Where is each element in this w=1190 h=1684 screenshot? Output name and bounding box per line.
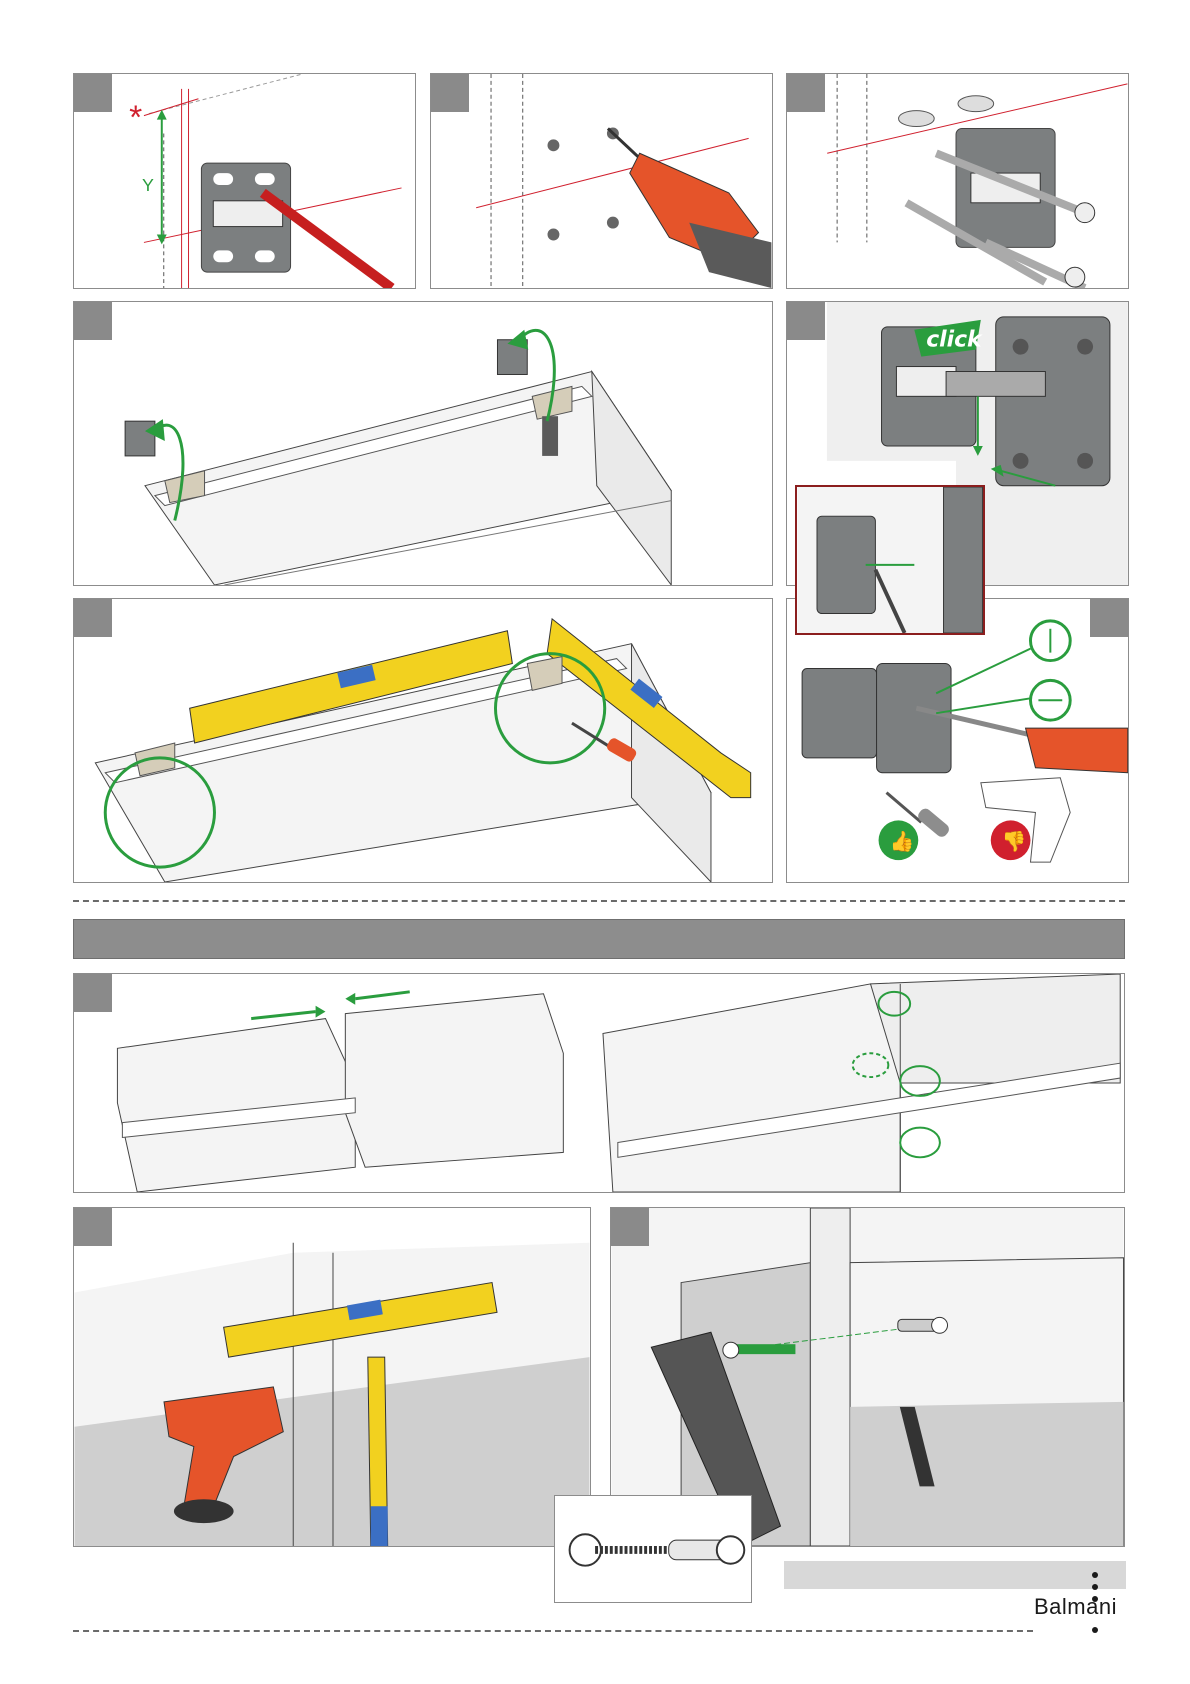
illustration-join-cabinets (74, 974, 1124, 1192)
illustration-cabinet-top-view (74, 302, 772, 585)
step-panel-mark-position: Y * (73, 73, 416, 289)
mark-asterisk: * (129, 99, 142, 136)
step-number-tab (74, 1208, 112, 1246)
section-divider (73, 900, 1125, 902)
illustration-bolt-detail (555, 1496, 751, 1602)
svg-text:👎: 👎 (1002, 830, 1027, 853)
step-number-tab (74, 599, 112, 637)
step-number-tab (74, 302, 112, 340)
detail-inset-screwdriver (795, 485, 985, 635)
step-panel-level-join (73, 1207, 591, 1547)
illustration-level-and-drill (74, 1208, 590, 1546)
click-label: click (926, 328, 983, 353)
step-panel-adjust-screws: 👍 👎 (786, 598, 1129, 883)
step-number-tab (431, 74, 469, 112)
illustration-level-on-cabinet (74, 599, 772, 882)
step-panel-mount-brackets-cabinet (73, 301, 773, 586)
illustration-mark-bracket: Y * (74, 74, 415, 288)
illustration-screw-bracket (787, 74, 1128, 288)
footer-bar (784, 1561, 1126, 1589)
step-number-tab (1090, 599, 1128, 637)
y-dimension-label: Y (142, 175, 154, 195)
step-panel-screw-bracket (786, 73, 1129, 289)
step-number-tab (611, 1208, 649, 1246)
step-number-tab (74, 974, 112, 1012)
thumbs-down-icon: 👎 (991, 820, 1031, 860)
step-number-tab (787, 302, 825, 340)
illustration-drill-holes (431, 74, 772, 288)
section-header-band (73, 919, 1125, 959)
step-panel-drill (430, 73, 773, 289)
thumbs-up-icon: 👍 (879, 820, 919, 860)
brand-logo: Balmani (1034, 1594, 1117, 1620)
step-panel-join-cabinets (73, 973, 1125, 1193)
illustration-inset-detail (797, 487, 983, 633)
step-number-tab (787, 74, 825, 112)
step-panel-level-adjust (73, 598, 773, 883)
svg-text:👍: 👍 (889, 830, 914, 853)
detail-inset-bolt (554, 1495, 752, 1603)
illustration-adjust-with-screwdriver: 👍 👎 (787, 599, 1128, 882)
footer-divider (73, 1630, 1033, 1632)
step-number-tab (74, 74, 112, 112)
